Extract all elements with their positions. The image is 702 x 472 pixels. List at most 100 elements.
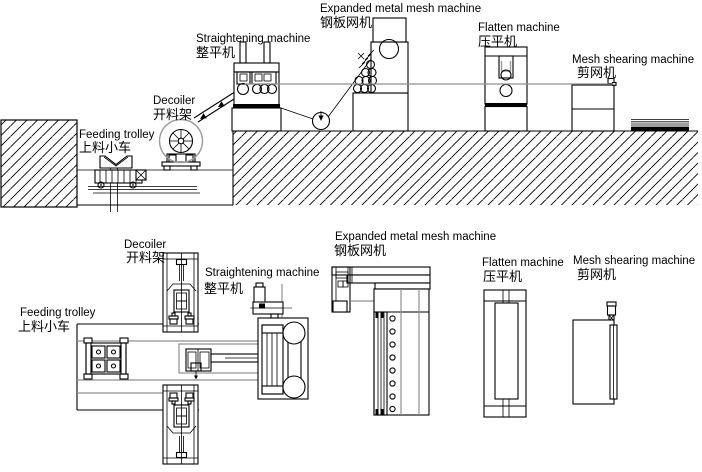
bracket-stub [187, 400, 192, 405]
label-shearing-en-plan: Mesh shearing machine [573, 255, 695, 267]
pile-roll [360, 67, 371, 78]
flatten-machine-side [484, 46, 528, 132]
cassette-rolls [266, 333, 278, 386]
label-flatten-zh-plan: 压平机 [483, 269, 522, 284]
stack-sheets [631, 119, 689, 127]
label-feeding-zh-plan: 上料小车 [18, 319, 70, 334]
trolley-tab [83, 373, 93, 380]
feed-arrow-head [194, 375, 198, 380]
piston-rod [179, 436, 184, 453]
trolley-platform [94, 169, 143, 184]
shear-cyl-cap [606, 301, 617, 307]
blade-clamp [375, 409, 379, 415]
mesh-shearing-machine-side [571, 77, 617, 132]
cone-dish [166, 425, 197, 434]
flatten-machine-plan [483, 289, 527, 418]
feed-table-cell-2 [199, 351, 210, 369]
drive-foot [332, 300, 348, 313]
trolley-end-plate-right [120, 342, 127, 375]
flatten-press-bracket [500, 61, 512, 72]
trolley-wheel-left [97, 181, 105, 189]
bracket-stub [187, 312, 192, 317]
pin [389, 354, 396, 361]
mesh-shearing-machine-plan [572, 301, 618, 405]
label-shearing-en-side: Mesh shearing machine [572, 54, 694, 66]
roller-box-left-inner [239, 73, 248, 82]
ground-and-pit [0, 119, 698, 208]
steel-coil [158, 118, 204, 164]
cylinder-body [173, 404, 190, 428]
label-straightening-zh-side: 整平机 [196, 45, 235, 60]
labels: Expanded metal mesh machine 钢板网机 Straigh… [18, 3, 695, 334]
label-shearing-zh-plan: 剪网机 [577, 267, 616, 282]
crank-bar-1 [331, 266, 431, 276]
flatten-black-band [485, 103, 527, 107]
base-brackets [168, 392, 195, 405]
loop-line-left [280, 107, 314, 120]
feeding-trolley-side [94, 155, 147, 212]
pile-roll [365, 59, 376, 70]
label-straightening-en-side: Straightening machine [196, 33, 310, 45]
label-flatten-en-plan: Flatten machine [482, 257, 564, 269]
ramp-line-1 [193, 87, 242, 119]
wheel-hub-left [100, 184, 102, 186]
shear-table-plan [572, 319, 615, 405]
decoiler-plan-lower [162, 384, 199, 465]
gearbox-block [259, 303, 265, 309]
motor-cylinder [253, 286, 266, 304]
decoiler-foot-right [190, 165, 198, 171]
gearbox-neck [270, 313, 279, 319]
pin [389, 328, 396, 335]
machine-body [233, 71, 280, 106]
label-expanded-zh-side: 钢板网机 [320, 15, 372, 30]
flatten-roll-upper [500, 69, 512, 81]
feed-table-plan [178, 343, 260, 380]
drive-sq-2 [342, 280, 349, 288]
label-decoiler-zh-side: 开料架 [153, 107, 192, 122]
flatten-base [484, 105, 528, 132]
pin [389, 393, 396, 400]
cylinder-inner-2 [176, 300, 187, 310]
pulley-arrow-head [318, 115, 324, 121]
base-brackets [168, 312, 195, 325]
decoiler-side [158, 118, 204, 171]
rod-cap [175, 451, 188, 459]
flywheel [378, 38, 400, 60]
pin [389, 367, 396, 374]
motor-cap [255, 282, 264, 288]
trolley-tab [83, 337, 93, 344]
label-expanded-en-side: Expanded metal mesh machine [320, 3, 481, 15]
roller-sq-2 [263, 73, 272, 82]
blade-clamp [380, 312, 384, 318]
roll-1 [236, 82, 250, 96]
cell-bolt [110, 349, 117, 355]
trolley-wheel-right [129, 181, 137, 189]
bracket-foot [185, 392, 194, 399]
label-feeding-zh-side: 上料小车 [79, 140, 131, 155]
mesh-base [352, 92, 409, 132]
mesh-tower [370, 41, 409, 94]
machine-base [231, 107, 282, 132]
trolley-platform-ribs [99, 170, 137, 183]
rod-cap [175, 258, 188, 266]
pile-cross-mark [357, 52, 365, 60]
trolley-tab [119, 373, 129, 380]
stack-pallet [631, 127, 689, 131]
straightening-machine-plan [250, 282, 309, 400]
shear-blade-foot [611, 81, 617, 86]
roller-sq-1 [254, 73, 263, 82]
drive-sq-1 [337, 280, 344, 288]
cylinder-inner-2 [176, 407, 187, 417]
feeding-trolley-plan [83, 337, 129, 380]
mesh-tower-top [372, 17, 407, 43]
mandrel-hub [177, 137, 185, 145]
shear-body [571, 84, 615, 132]
pin [389, 341, 396, 348]
cell-bolt [110, 363, 117, 369]
plan-view [76, 252, 618, 465]
blade-clamp [380, 409, 384, 415]
roll-drum-bottom [282, 375, 306, 399]
blade-beam-lines [377, 312, 385, 415]
label-shearing-zh-side: 剪网机 [577, 65, 616, 80]
